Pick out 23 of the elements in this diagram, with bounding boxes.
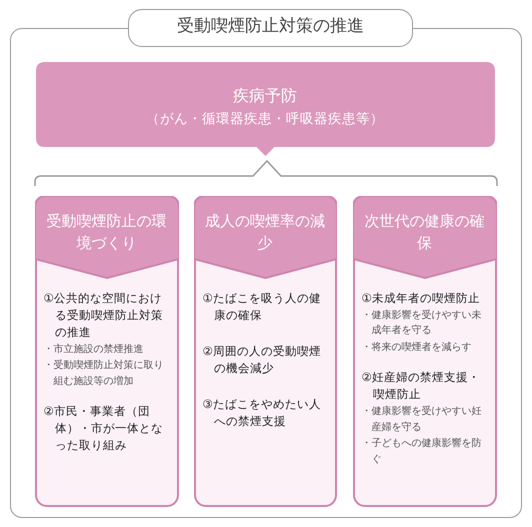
frame-title: 受動喫煙防止対策の推進 xyxy=(128,9,413,47)
bullet-item: ・健康影響を受けやすい妊産婦を守る xyxy=(362,404,482,434)
numbered-item: ①公共的な空間における受動喫煙防止対策の推進 xyxy=(44,290,164,340)
bullet-item: ・市立施設の禁煙推進 xyxy=(44,342,144,356)
column-card xyxy=(194,196,336,506)
numbered-item: ①未成年者の喫煙防止 xyxy=(362,290,481,306)
numbered-item: ②妊産婦の禁煙支援・喫煙防止 xyxy=(362,369,481,403)
numbered-item: ①たばこを吸う人の健康の確保 xyxy=(202,290,322,324)
column-card xyxy=(352,196,496,506)
numbered-item: ③たばこをやめたい人への禁煙支援 xyxy=(202,396,322,430)
numbered-item: ②周囲の人の受動喫煙の機会減少 xyxy=(202,342,322,376)
bullet-item: ・受動喫煙防止対策に取り組む施設等の増加 xyxy=(44,358,164,388)
callout-box xyxy=(36,62,494,156)
column-heading: 受動喫煙防止の環境づくり xyxy=(46,210,168,254)
bullet-item: ・将来の喫煙者を減らす xyxy=(362,340,472,354)
column-heading: 次世代の健康の確保 xyxy=(364,210,486,254)
numbered-item: ②市民・事業者（団体）・市が一体となった取り組み xyxy=(44,403,164,454)
box-heading: 疾病予防 xyxy=(232,86,298,106)
column-card xyxy=(34,196,178,506)
bullet-item: ・子どもへの健康影響を防ぐ xyxy=(362,436,482,466)
bullet-item: ・健康影響を受けやすい未成年者を守る xyxy=(362,308,482,338)
box-subheading: （がん・循環器疾患・呼吸器疾患等） xyxy=(145,110,385,128)
column-heading: 成人の喫煙率の減少 xyxy=(204,210,326,254)
